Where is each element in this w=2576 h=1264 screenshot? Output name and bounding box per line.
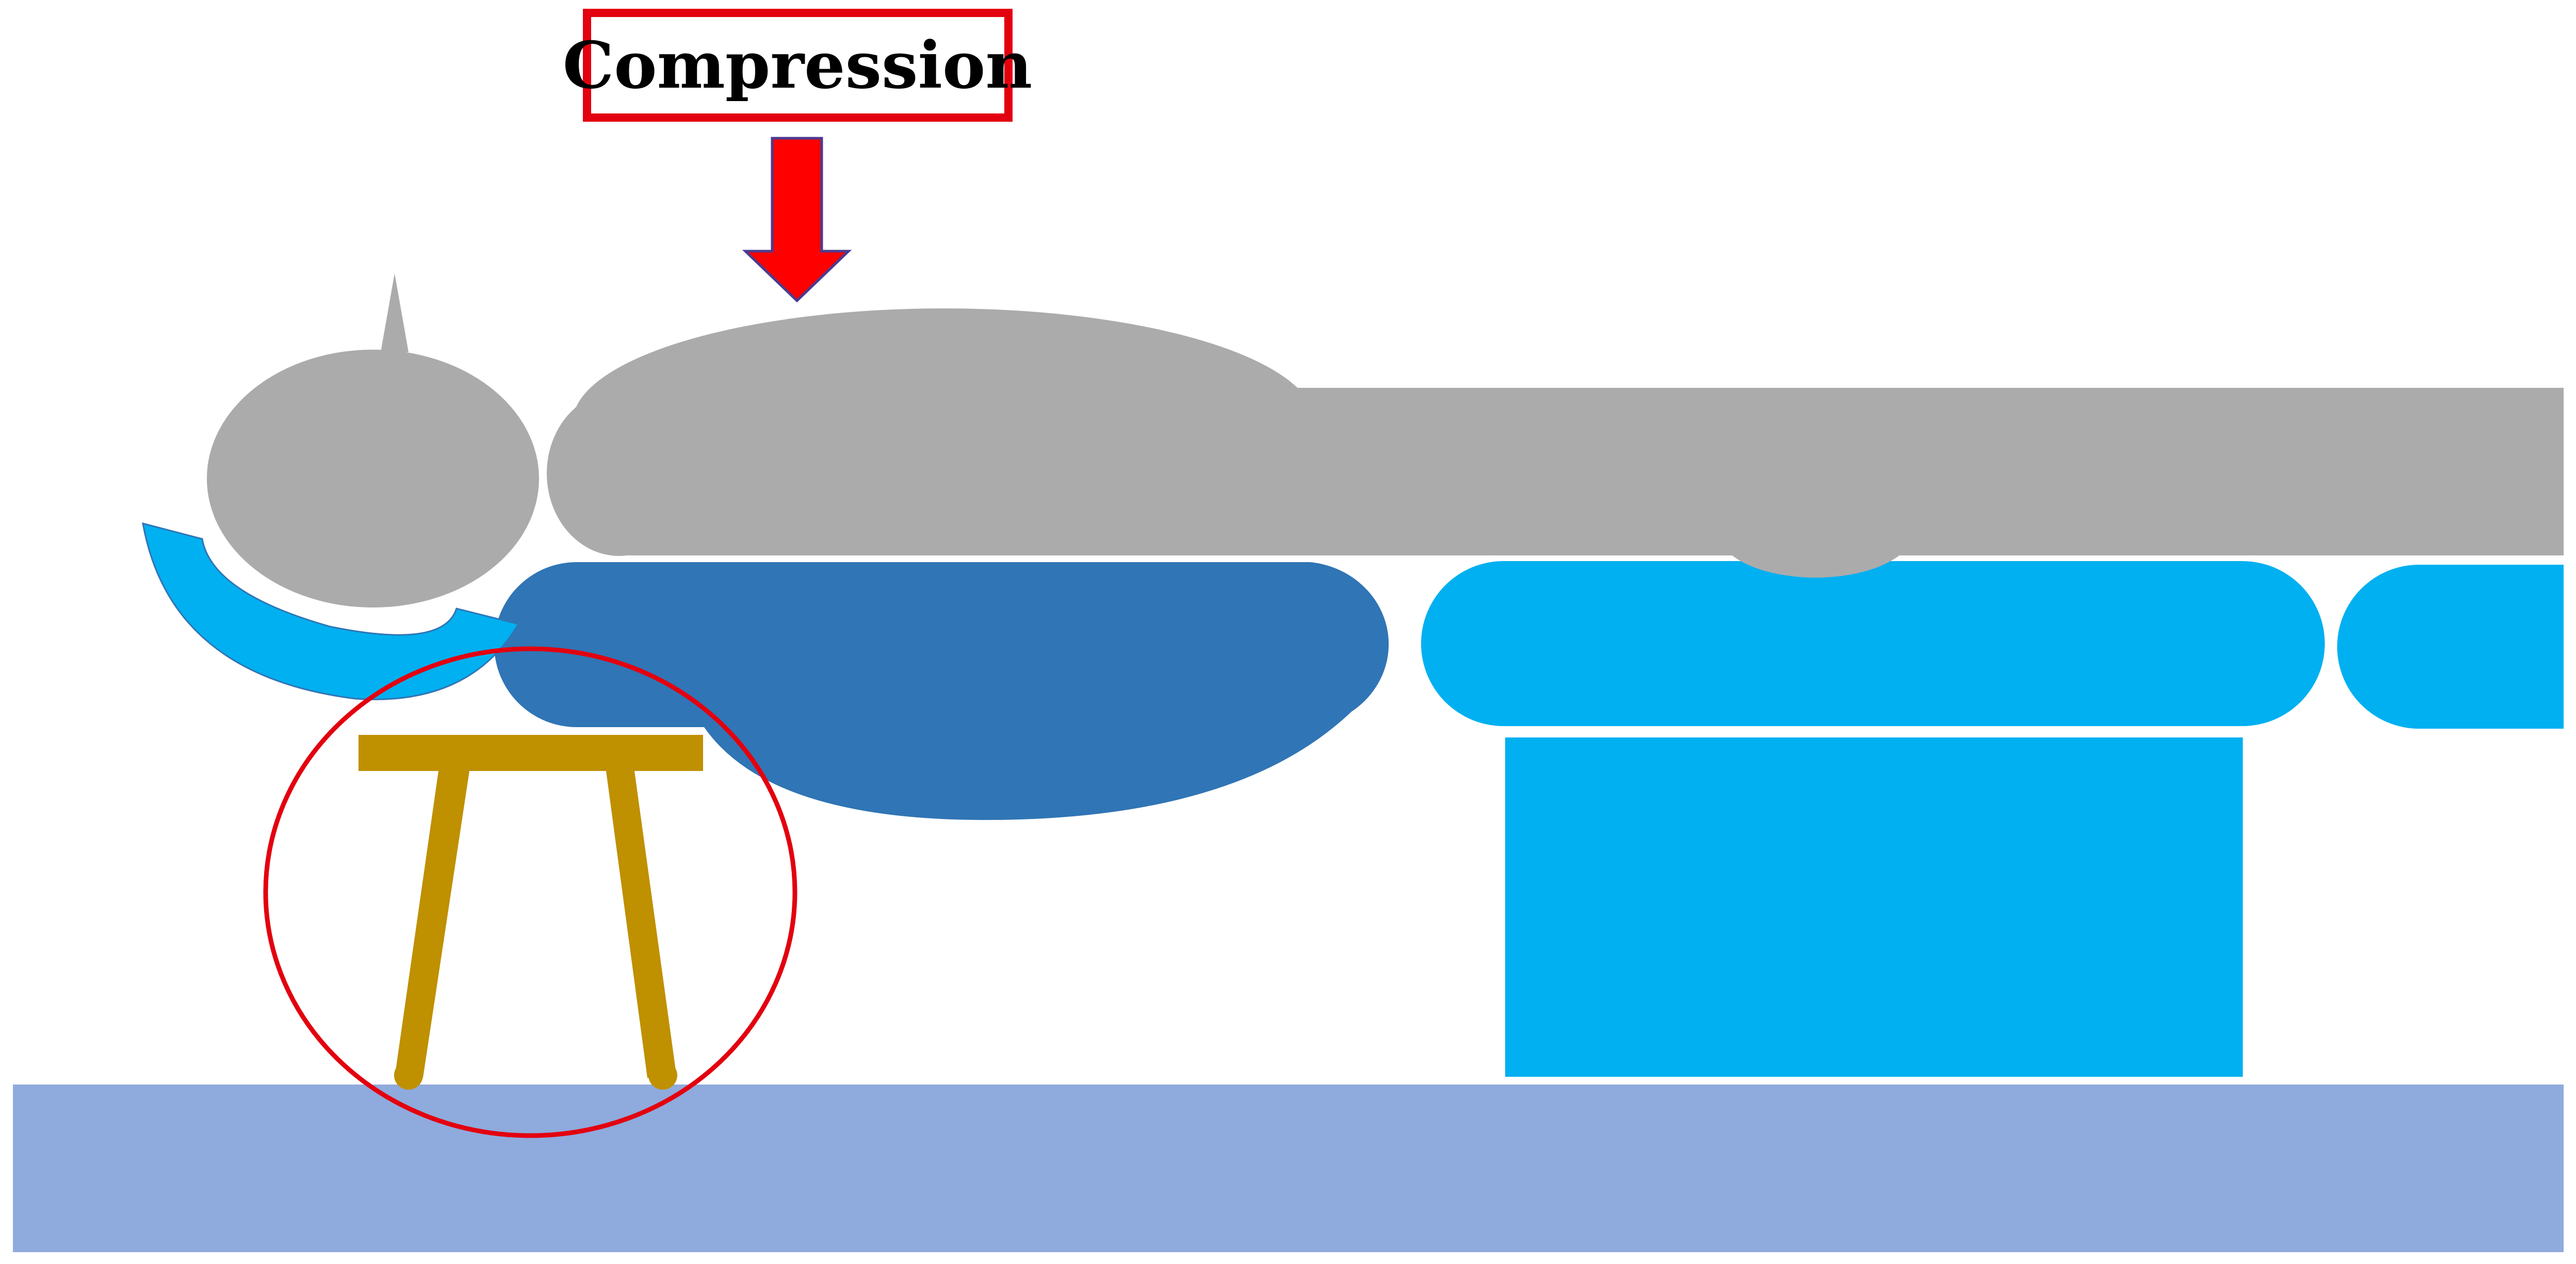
stool-foot-left (394, 1061, 423, 1090)
head-spike (381, 273, 409, 352)
hip-bulge (1718, 485, 1914, 578)
trunk (619, 388, 2564, 555)
head (207, 350, 539, 608)
stool-foot-right (648, 1061, 677, 1090)
stool-leg-right (606, 771, 677, 1078)
stool-leg-left (395, 771, 469, 1078)
stool (358, 735, 703, 1090)
down-arrow-icon (742, 137, 852, 303)
support-block (1505, 737, 2243, 1077)
leg-pad (2337, 565, 2564, 729)
chest-pad (494, 562, 1389, 820)
compression-label: Compression (563, 28, 1032, 103)
hip-pad (1421, 561, 2325, 726)
patient-body (207, 273, 2564, 608)
stool-top (358, 735, 703, 771)
highlight-circle (263, 646, 797, 1138)
floor (13, 1085, 2564, 1252)
head-support (142, 522, 520, 700)
compression-label-box (583, 9, 1013, 122)
